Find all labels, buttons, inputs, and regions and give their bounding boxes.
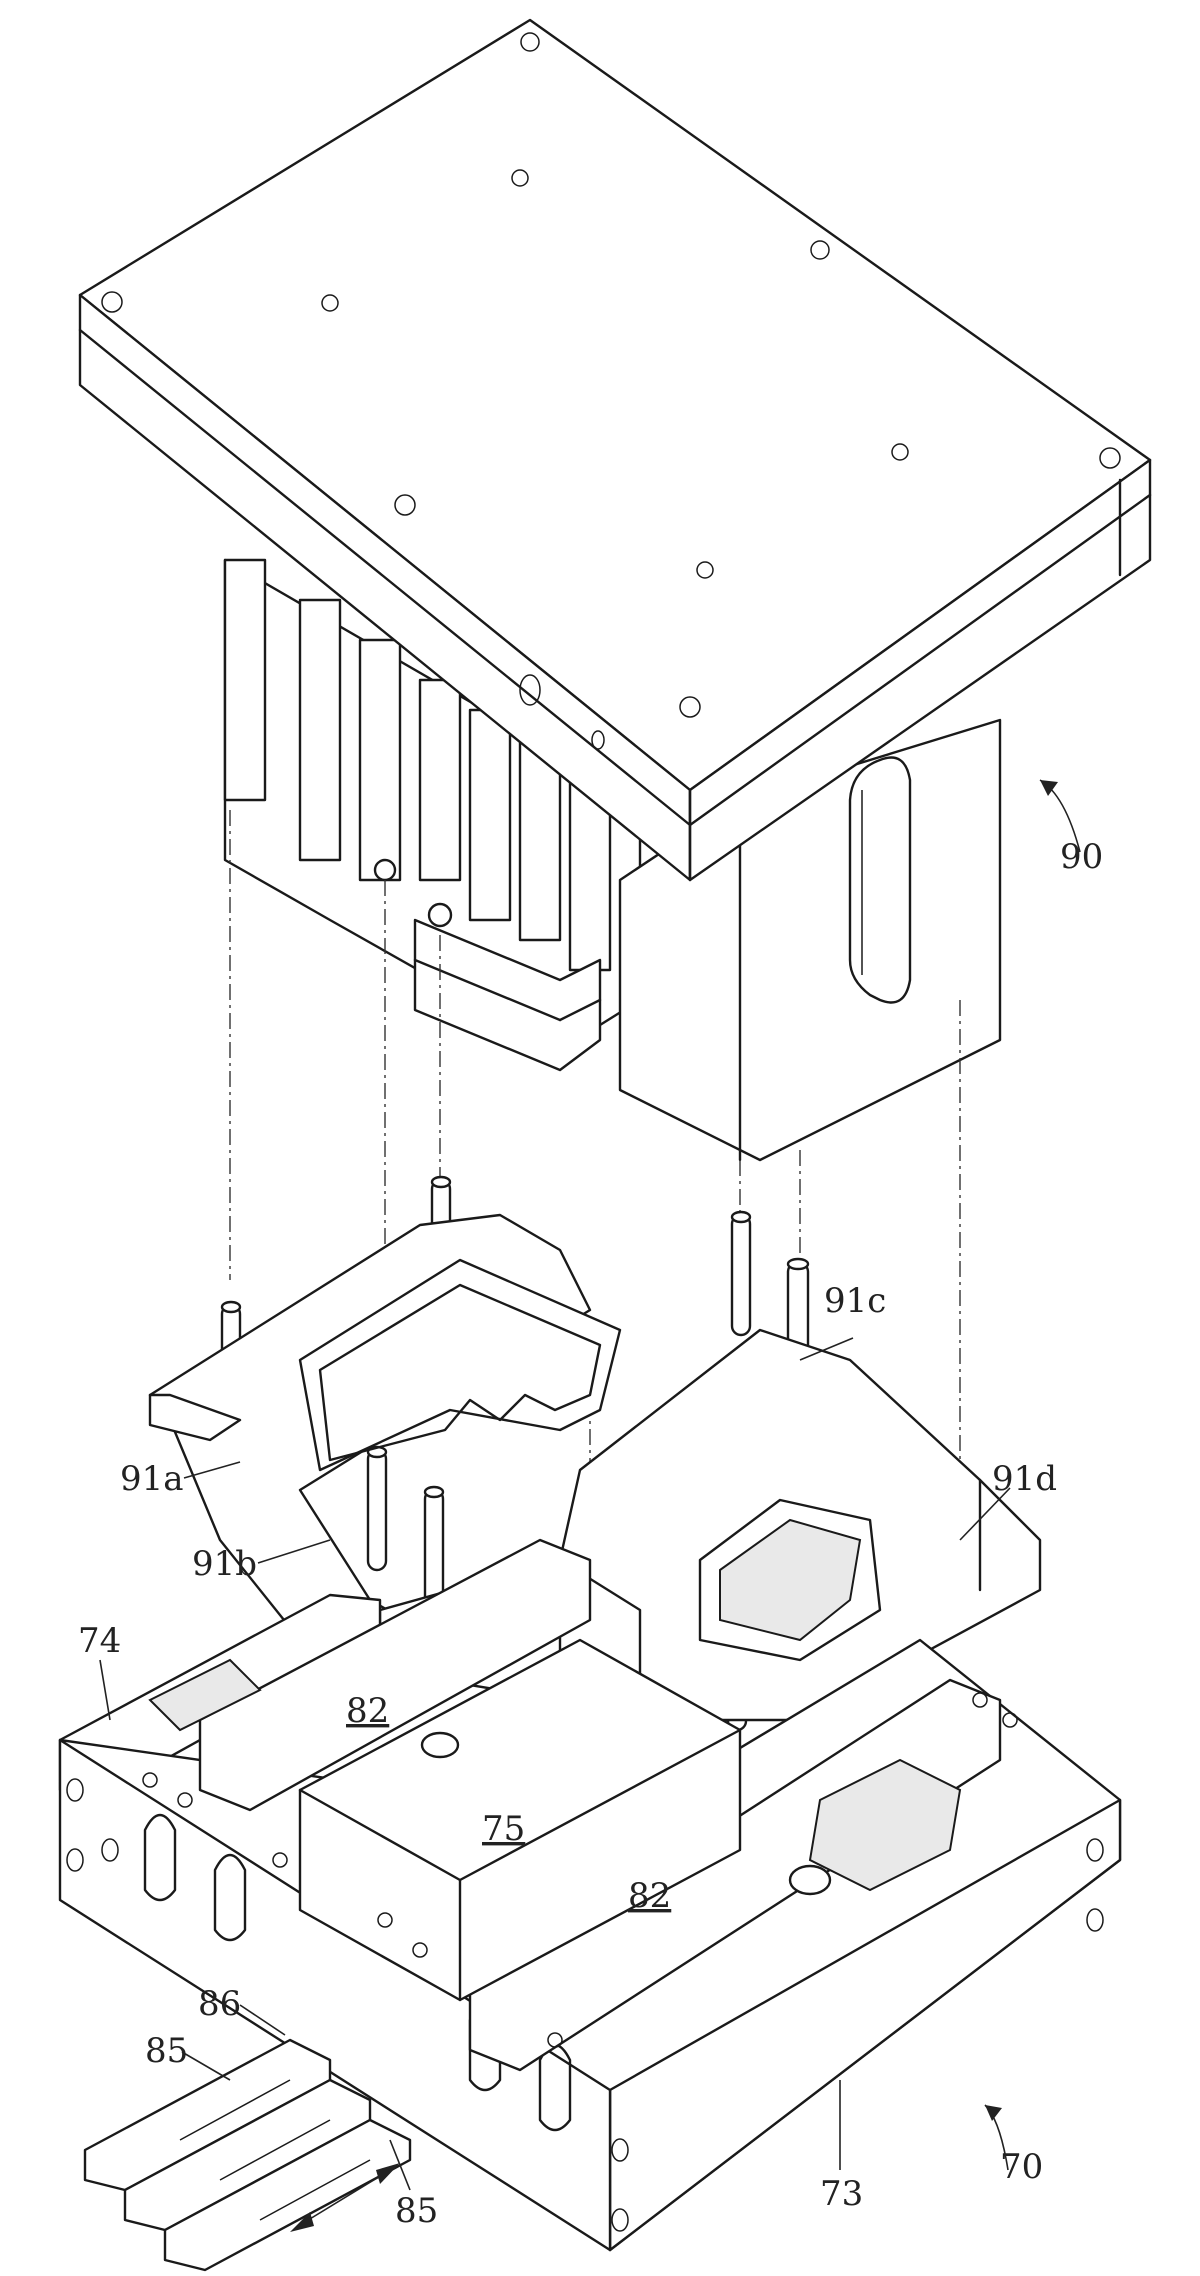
label-82-left: 82 <box>346 1691 389 1731</box>
label-91a: 91a <box>120 1459 184 1499</box>
label-91b: 91b <box>192 1544 257 1584</box>
pin <box>366 1445 388 1572</box>
label-74: 74 <box>78 1621 121 1661</box>
label-86: 86 <box>198 1984 241 2024</box>
label-85-upper: 85 <box>145 2031 188 2071</box>
pin <box>730 1210 752 1337</box>
upper-body-columns <box>223 558 1002 1162</box>
reference-labels: 90 70 73 74 75 82 82 86 85 85 91a 91b 91… <box>78 837 1103 2231</box>
label-82-right: 82 <box>628 1876 671 1916</box>
leader-lines <box>99 779 1081 2191</box>
frame-bolt-holes <box>142 1692 1018 2048</box>
lower-frame <box>58 1538 1122 2252</box>
pin <box>423 1485 445 1617</box>
label-85-lower: 85 <box>395 2191 438 2231</box>
slide-bars <box>83 2038 412 2272</box>
label-70: 70 <box>1000 2147 1043 2187</box>
label-91c: 91c <box>824 1281 886 1321</box>
end-wall-holes <box>66 1778 1104 2232</box>
label-75: 75 <box>482 1809 525 1849</box>
upper-assembly <box>78 18 1152 1162</box>
upper-top-box <box>78 18 1152 882</box>
label-73: 73 <box>820 2174 863 2214</box>
motion-arrow <box>290 2163 400 2232</box>
label-90: 90 <box>1060 837 1103 877</box>
label-91d: 91d <box>992 1459 1057 1499</box>
